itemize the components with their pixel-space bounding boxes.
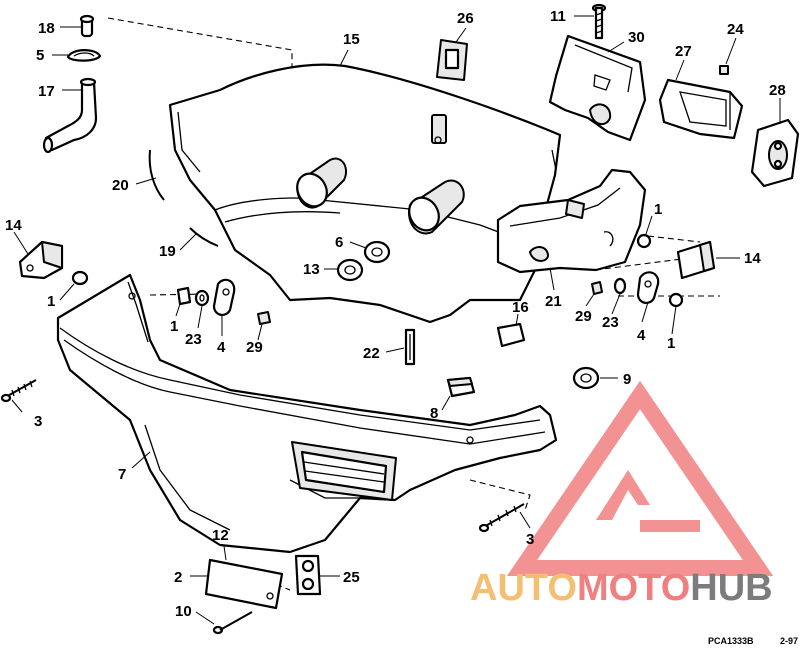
label-16: 16 (512, 299, 529, 316)
label-18: 18 (38, 20, 55, 37)
cowl-intake-tubes (296, 157, 465, 235)
label-4-right: 4 (637, 327, 646, 344)
label-11: 11 (550, 8, 566, 25)
label-13: 13 (303, 261, 320, 278)
part-3-screw-left (0, 379, 37, 403)
label-10: 10 (175, 603, 192, 620)
cowl-vent-opening (291, 441, 397, 501)
automotohub-watermark: AUTOMOTOHUB (470, 567, 773, 609)
label-17: 17 (38, 83, 55, 100)
label-23-right: 23 (602, 314, 619, 331)
part-10-screw (212, 611, 253, 635)
label-12: 12 (212, 527, 229, 544)
label-24: 24 (727, 21, 744, 38)
label-28: 28 (769, 82, 786, 99)
label-8: 8 (430, 405, 438, 422)
figure-code: PCA1333B 2-97 (708, 636, 798, 646)
part-29-screw-left (257, 311, 271, 325)
label-23-left: 23 (185, 331, 202, 348)
part-5-clip (66, 49, 102, 62)
label-1-right-bottom: 1 (667, 335, 675, 352)
label-22: 22 (363, 345, 380, 362)
part-14-hinge-left (18, 240, 64, 280)
label-5: 5 (36, 47, 44, 64)
label-21: 21 (545, 293, 562, 310)
part-27-housing (658, 78, 744, 140)
part-9-grommet (572, 366, 600, 390)
part-20-seal-strip (148, 149, 165, 201)
label-14-right: 14 (744, 250, 761, 267)
part-8-block (446, 376, 476, 398)
part-4-latch-left (212, 278, 236, 316)
part-23-washer-left (194, 289, 210, 307)
label-26: 26 (457, 10, 474, 27)
part-4-latch-right (636, 271, 660, 304)
label-4-left: 4 (217, 339, 226, 356)
part-12-plate (204, 558, 284, 610)
part-17-hose (42, 77, 98, 154)
part-22-seal (404, 328, 416, 366)
part-7-lower-cowl (56, 273, 558, 554)
part-1-bushing-mid (176, 286, 192, 306)
label-2: 2 (174, 569, 182, 586)
label-3-left: 3 (34, 413, 42, 430)
label-1-mid: 1 (170, 318, 178, 335)
part-16-spacer (496, 322, 526, 348)
part-3-screw-right (478, 503, 525, 533)
watermark-text: AUTOMOTOHUB (470, 567, 773, 609)
part-19-seal-strip (189, 227, 219, 247)
label-20: 20 (112, 177, 129, 194)
label-30: 30 (628, 29, 645, 46)
part-23-washer-right (613, 277, 627, 295)
part-1-bushing-right-top (636, 233, 652, 249)
part-28-latch (750, 118, 800, 188)
label-7: 7 (118, 466, 126, 483)
callout-labels: 18 5 17 15 26 11 30 27 24 28 20 14 19 6 … (5, 8, 786, 620)
part-15-upper-cowl (168, 63, 562, 324)
part-6-grommet (363, 240, 391, 264)
part-24-clip (719, 65, 729, 75)
part-18-pin (79, 14, 95, 38)
part-13-grommet (336, 258, 364, 282)
label-27: 27 (675, 43, 692, 60)
part-29-screw-right (591, 281, 603, 295)
part-1-bushing-left (71, 270, 89, 286)
part-14-hinge-right (676, 240, 716, 280)
label-1-right-top: 1 (654, 201, 662, 218)
figure-page-text: 2-97 (780, 636, 798, 646)
label-29-right: 29 (575, 308, 592, 325)
label-25: 25 (343, 569, 360, 586)
label-15: 15 (343, 31, 360, 48)
label-3-right: 3 (526, 531, 534, 548)
label-14-left: 14 (5, 217, 22, 234)
part-21-rear-bracket (496, 168, 647, 274)
figure-code-text: PCA1333B (708, 636, 754, 646)
leader-lines (11, 15, 781, 625)
label-1-left: 1 (47, 293, 55, 310)
part-30-bracket (548, 34, 647, 142)
label-29-left: 29 (246, 339, 263, 356)
part-1-bushing-right-bottom (668, 292, 684, 308)
label-6: 6 (335, 234, 343, 251)
automotohub-logo-mark (506, 380, 774, 576)
label-19: 19 (159, 243, 176, 260)
label-9: 9 (623, 371, 631, 388)
part-11-screw (591, 3, 607, 40)
part-25-hinge (294, 554, 322, 596)
part-26-grommet (436, 39, 468, 81)
